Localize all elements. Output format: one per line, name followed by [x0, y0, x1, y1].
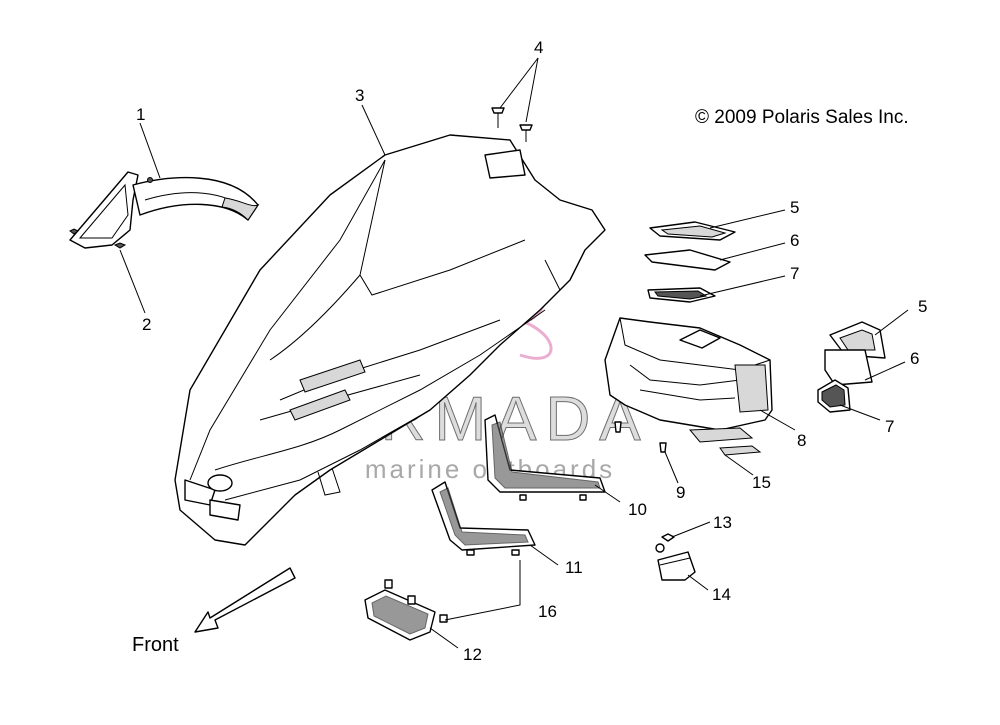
part-5-6-7-filter-stack-right [817, 321, 886, 413]
part-5-6-7-filter-stack-upper [644, 221, 736, 303]
callout-3: 3 [355, 86, 364, 105]
callout-7-right: 7 [885, 417, 894, 436]
callout-2: 2 [142, 315, 151, 334]
callout-10: 10 [628, 500, 647, 519]
callout-6-right: 6 [910, 349, 919, 368]
callout-11: 11 [565, 558, 583, 577]
callout-13: 13 [713, 513, 732, 532]
callout-16: 16 [538, 602, 557, 621]
part-3-hood [174, 134, 606, 546]
callout-5: 5 [790, 198, 799, 217]
callout-15: 15 [752, 473, 771, 492]
part-4-screws [491, 107, 533, 142]
part-1-intake-duct [69, 171, 260, 249]
callout-8: 8 [797, 431, 806, 450]
part-12-grille [364, 579, 448, 641]
callout-14: 14 [712, 585, 731, 604]
part-2-fasteners [69, 228, 127, 249]
leader-lines [119, 57, 909, 649]
part-8-airbox [604, 317, 773, 431]
front-label: Front [132, 634, 179, 656]
callout-4: 4 [534, 38, 543, 57]
part-13-nuts [655, 533, 675, 553]
front-direction-arrow [194, 567, 296, 633]
callout-9: 9 [676, 483, 685, 502]
copyright-text: © 2009 Polaris Sales Inc. [695, 107, 909, 128]
callout-12: 12 [463, 645, 482, 664]
callout-1: 1 [136, 105, 145, 124]
callout-7: 7 [790, 264, 799, 283]
callout-numbers: 1 2 3 4 5 6 7 8 9 10 11 12 13 14 15 16 5… [136, 38, 927, 664]
callout-5-right: 5 [918, 297, 927, 316]
part-11-grille [431, 481, 536, 556]
part-10-grille [484, 414, 606, 501]
part-15-pads [688, 427, 762, 456]
callout-6: 6 [790, 231, 799, 250]
part-9-pin [614, 421, 667, 453]
